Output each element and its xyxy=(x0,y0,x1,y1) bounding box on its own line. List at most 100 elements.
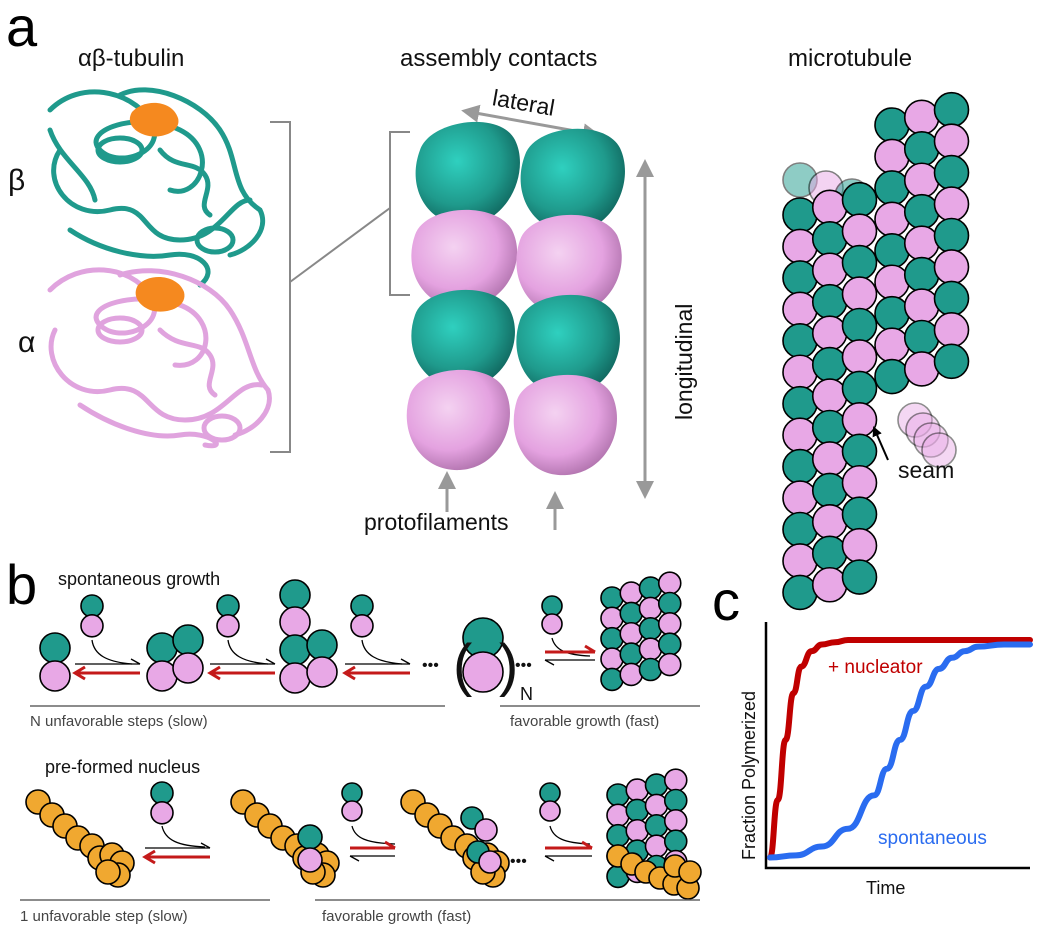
nucleus-subunit xyxy=(678,860,702,884)
mt-front-subunit xyxy=(811,221,848,257)
panel-label-c: c xyxy=(712,569,740,632)
incoming-dimer-alpha xyxy=(350,613,374,638)
polymerization-chart: Fraction Polymerized Time + nucleator sp… xyxy=(739,622,1033,898)
mt-small-subunit xyxy=(638,657,663,682)
incoming-dimer-alpha xyxy=(80,613,104,638)
chart-xlabel: Time xyxy=(866,878,905,898)
mt-small-subunit xyxy=(619,621,644,646)
series-label-nucleator: + nucleator xyxy=(828,657,923,678)
mt-small-subunit xyxy=(619,642,644,666)
mt-small-subunit xyxy=(657,612,682,636)
nucleus-subunit xyxy=(95,859,121,885)
feed-arrow xyxy=(91,639,133,665)
mt-front-subunit xyxy=(841,213,878,249)
mt-front-subunit xyxy=(811,566,848,603)
mt-small-subunit xyxy=(600,586,624,610)
mt-front-subunit xyxy=(811,535,848,572)
mt-right-subunit xyxy=(903,256,940,293)
reaction-step xyxy=(72,658,141,681)
seam-label: seam xyxy=(898,457,954,483)
microtubule-title: microtubule xyxy=(788,45,912,72)
tubulin-bracket xyxy=(270,121,410,453)
mt-front-subunit xyxy=(841,464,878,501)
mt-front-subunit xyxy=(841,339,878,375)
protofilament-arrows: protofilaments xyxy=(364,471,564,535)
bound-alpha xyxy=(474,818,498,842)
mt-front-subunit xyxy=(811,378,848,414)
mt-small-subunit xyxy=(663,829,688,854)
reaction-step-forward-head xyxy=(130,658,141,665)
cluster-alpha xyxy=(172,652,204,684)
longitudinal-arrow: longitudinal xyxy=(636,159,697,499)
bound-alpha xyxy=(297,847,323,873)
mt-back-subunit xyxy=(897,402,933,438)
mt-right-subunit xyxy=(933,123,970,159)
mt-right-subunit xyxy=(903,351,940,387)
series-label-spontaneous: spontaneous xyxy=(878,828,987,849)
mt-right-subunit xyxy=(903,288,940,324)
bound-alpha xyxy=(478,850,502,874)
bound-beta xyxy=(297,824,323,850)
mt-front-subunit xyxy=(811,346,848,383)
mt-front-subunit xyxy=(782,260,818,296)
longitudinal-label: longitudinal xyxy=(671,304,697,420)
oligomer-paren-left: ( xyxy=(453,633,472,698)
mt-right-subunit xyxy=(874,201,910,238)
reaction-step-fast-forward-head xyxy=(584,644,596,654)
blob-alpha xyxy=(516,214,622,316)
series-line-spontaneous xyxy=(767,641,1033,861)
cluster-alpha xyxy=(306,656,338,688)
reaction-step-forward-head xyxy=(400,658,411,665)
reaction-step xyxy=(207,658,276,681)
alpha-nucleotide xyxy=(135,276,185,312)
reaction-step-reverse-head xyxy=(342,665,356,681)
mt-small-subunit xyxy=(600,626,624,651)
blob-alpha xyxy=(406,369,510,471)
chart-axes xyxy=(764,622,1030,870)
cluster-alpha xyxy=(279,606,311,638)
blob-alpha xyxy=(513,374,617,476)
cluster-alpha xyxy=(279,662,311,694)
oligomer-alpha xyxy=(462,651,504,693)
ellipsis-bottom: ••• xyxy=(510,853,527,870)
reaction-step-fast-forward-head xyxy=(384,840,396,850)
reaction-step-fast xyxy=(349,840,396,862)
incoming-dimer-alpha xyxy=(150,800,174,825)
mt-back-subunit xyxy=(913,422,949,458)
cluster-beta xyxy=(172,624,204,656)
mt-small-subunit xyxy=(619,662,644,687)
mt-small-subunit xyxy=(600,606,624,631)
fast-growth-top-caption: favorable growth (fast) xyxy=(510,713,659,730)
chart-series-group xyxy=(767,637,1033,861)
mt-right-subunit xyxy=(903,225,940,261)
mt-right-subunit xyxy=(874,295,910,332)
contacts-title: assembly contacts xyxy=(400,45,597,72)
mt-small-subunit xyxy=(657,632,682,657)
mt-right-subunit xyxy=(903,99,940,136)
beta-nucleotide xyxy=(129,102,179,137)
seam-arrow xyxy=(872,426,889,461)
mt-small-subunit xyxy=(644,813,669,838)
mt-right-subunit xyxy=(933,91,970,128)
spontaneous-pathway xyxy=(39,571,682,694)
reaction-step-fast-reverse-head xyxy=(544,659,555,666)
mt-front-subunit xyxy=(841,244,878,281)
cluster-beta xyxy=(279,579,311,611)
mt-right-subunit xyxy=(903,193,940,230)
alpha-label: α xyxy=(18,326,35,359)
chart-ylabel: Fraction Polymerized xyxy=(739,691,759,860)
reaction-step-fast xyxy=(544,644,596,666)
slow-steps-caption: N unfavorable steps (slow) xyxy=(30,713,208,730)
beta-subunit-ribbon xyxy=(47,87,266,288)
beta-label: β xyxy=(8,164,25,197)
ellipsis-top-right: ••• xyxy=(515,657,532,674)
mt-right-subunit xyxy=(874,264,910,301)
mt-small-subunit xyxy=(625,818,650,843)
mt-front-subunit xyxy=(782,385,818,422)
mt-right-subunit xyxy=(933,343,970,380)
reaction-step xyxy=(342,658,411,681)
protofilaments-label: protofilaments xyxy=(364,509,508,535)
oligomer-n-subscript: N xyxy=(520,684,533,704)
mt-front-subunit xyxy=(782,291,818,328)
